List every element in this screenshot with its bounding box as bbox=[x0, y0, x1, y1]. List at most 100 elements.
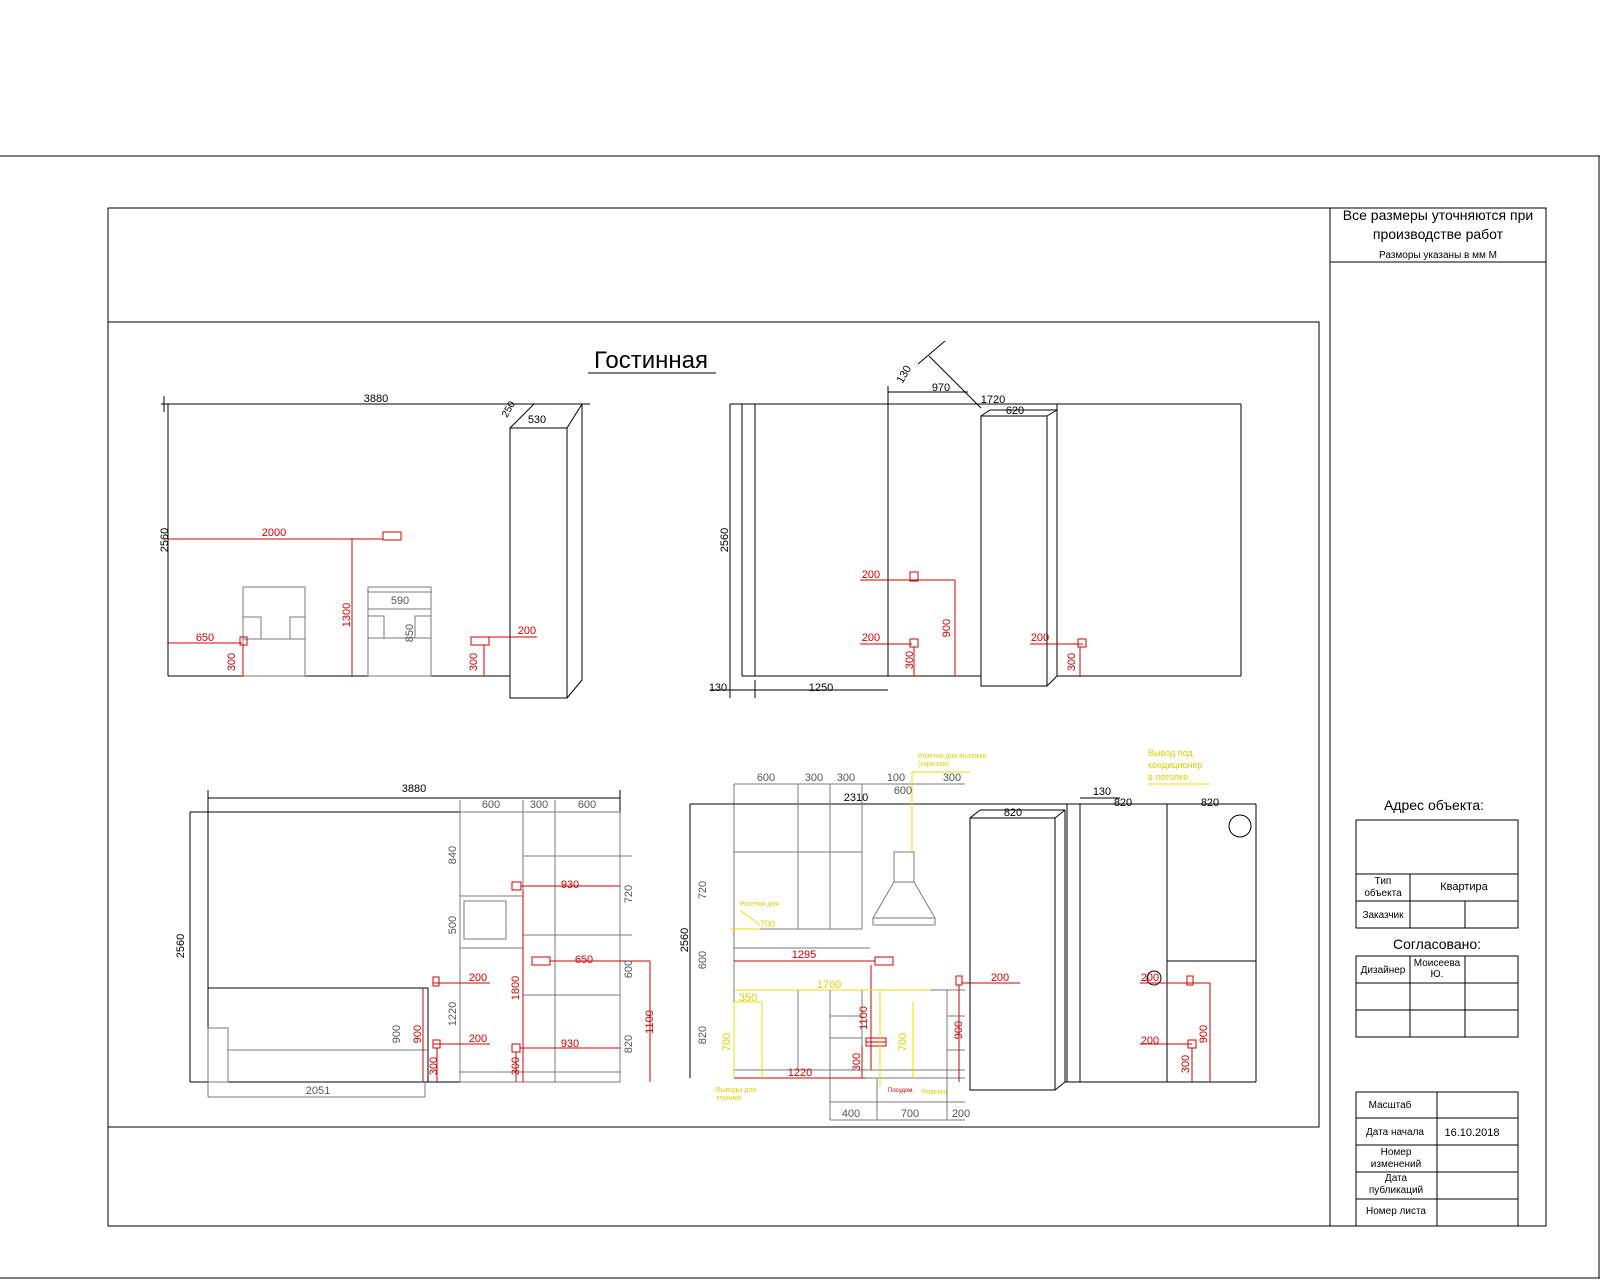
dim-600-e: 600 bbox=[894, 785, 912, 797]
dim-300-g: 300 bbox=[510, 1057, 522, 1075]
dim-600-f: 600 bbox=[697, 951, 709, 969]
view-wall-4 bbox=[689, 771, 1257, 1121]
dim-820-a: 820 bbox=[623, 1035, 635, 1053]
dim-2560-v3: 2560 bbox=[175, 934, 187, 958]
type-label-1: Тип bbox=[1375, 876, 1392, 887]
dim-3880: 3880 bbox=[364, 393, 388, 405]
start-value: 16.10.2018 bbox=[1444, 1127, 1499, 1139]
note-ac-1: Вывод под bbox=[1148, 748, 1193, 758]
dim-700-a: 700 bbox=[721, 1033, 733, 1051]
dim-590: 590 bbox=[391, 595, 409, 607]
dim-300-j: 300 bbox=[943, 772, 961, 784]
dim-720-b: 720 bbox=[697, 881, 709, 899]
dim-2560-v2: 2560 bbox=[719, 528, 731, 552]
pub-label-1: Дата bbox=[1385, 1173, 1408, 1184]
note-ac-2: кондиционер bbox=[1148, 760, 1202, 770]
dim-130-a: 130 bbox=[895, 364, 915, 386]
dim-200-h: 200 bbox=[952, 1108, 970, 1120]
frame-drawing bbox=[107, 321, 1320, 1128]
dim-130-b: 130 bbox=[709, 682, 727, 694]
dim-2310: 2310 bbox=[844, 792, 868, 804]
dim-300-h: 300 bbox=[805, 772, 823, 784]
dim-130-c: 130 bbox=[1093, 786, 1111, 798]
approval-table bbox=[1355, 955, 1519, 1038]
address-label: Адрес объекта: bbox=[1384, 797, 1484, 813]
type-value: Квартира bbox=[1440, 881, 1488, 893]
dim-600-a: 600 bbox=[482, 799, 500, 811]
dim-200-g: 200 bbox=[991, 972, 1009, 984]
note-bottom-3: Посудом. bbox=[888, 1088, 914, 1094]
dim-620: 620 bbox=[1006, 405, 1024, 417]
note-hood-2: (скрытая) bbox=[918, 761, 949, 768]
dim-300-d: 300 bbox=[1066, 653, 1078, 671]
dim-1720: 1720 bbox=[981, 394, 1005, 406]
dim-600-d: 600 bbox=[757, 772, 775, 784]
dim-400: 400 bbox=[842, 1108, 860, 1120]
note-hood-1: Розетка для вытяжки bbox=[918, 753, 987, 760]
dim-600-b: 600 bbox=[578, 799, 596, 811]
dim-1100-a: 1100 bbox=[644, 1010, 656, 1034]
dim-700-c: 700 bbox=[901, 1108, 919, 1120]
dim-1220-b: 1220 bbox=[788, 1067, 812, 1079]
note-units: Разморы указаны в мм М bbox=[1379, 250, 1497, 261]
note-left-2: 700 bbox=[760, 919, 775, 929]
dim-820-d: 820 bbox=[1004, 807, 1022, 819]
view-wall-2 bbox=[710, 340, 1242, 698]
dim-2051: 2051 bbox=[306, 1085, 330, 1097]
dim-900-a: 900 bbox=[941, 619, 953, 637]
customer-label: Заказчик bbox=[1362, 910, 1404, 921]
dim-1300: 1300 bbox=[341, 603, 353, 627]
dim-200-b: 200 bbox=[862, 569, 880, 581]
note-bottom-4: Розетки bbox=[922, 1089, 947, 1096]
view-wall-1 bbox=[161, 396, 590, 699]
dim-1700: 1700 bbox=[817, 979, 841, 991]
rev-label-2: изменений bbox=[1371, 1159, 1421, 1170]
dim-900-b: 900 bbox=[391, 1025, 403, 1043]
dim-200-j: 200 bbox=[1141, 1035, 1159, 1047]
dim-200-a: 200 bbox=[518, 625, 536, 637]
view-wall-3 bbox=[189, 790, 651, 1098]
note-ac-3: в потолке bbox=[1148, 772, 1188, 782]
dim-300-b: 300 bbox=[468, 653, 480, 671]
dim-650-b: 650 bbox=[575, 954, 593, 966]
designer-label: Дизайнер bbox=[1361, 965, 1406, 976]
dim-530: 530 bbox=[528, 414, 546, 426]
type-label-2: объекта bbox=[1364, 887, 1402, 899]
dim-900-c: 900 bbox=[412, 1025, 424, 1043]
dim-250: 250 bbox=[500, 399, 518, 419]
pub-label-2: публикаций bbox=[1369, 1184, 1423, 1196]
dim-200-d: 200 bbox=[1031, 632, 1049, 644]
dim-2000: 2000 bbox=[262, 527, 286, 539]
dim-840: 840 bbox=[447, 846, 459, 864]
dim-820-b: 820 bbox=[1114, 797, 1132, 809]
dim-200-i: 200 bbox=[1141, 972, 1159, 984]
dim-350: 350 bbox=[739, 992, 757, 1004]
designer-value-1: Моисеева bbox=[1414, 958, 1461, 969]
dim-900-d: 900 bbox=[953, 1021, 965, 1039]
dim-1295: 1295 bbox=[792, 949, 816, 961]
dim-1800: 1800 bbox=[510, 976, 522, 1000]
dim-1250: 1250 bbox=[809, 682, 833, 694]
note-left-1: Розетки для bbox=[740, 901, 779, 908]
dim-2560-v4: 2560 bbox=[679, 928, 691, 952]
dim-900-e: 900 bbox=[1198, 1025, 1210, 1043]
dim-650: 650 bbox=[196, 632, 214, 644]
dim-200-f: 200 bbox=[469, 1033, 487, 1045]
dim-300-i: 300 bbox=[837, 772, 855, 784]
dim-300-a: 300 bbox=[226, 653, 238, 671]
rev-label-1: Номер bbox=[1381, 1147, 1412, 1158]
dim-2560-v1: 2560 bbox=[159, 528, 171, 552]
dim-700-b: 700 bbox=[897, 1033, 909, 1051]
dim-300-k: 300 bbox=[851, 1053, 863, 1071]
sheet-label: Номер листа bbox=[1366, 1206, 1426, 1217]
note-line-1: Все размеры уточняются при bbox=[1343, 207, 1533, 223]
page-title: Гостинная bbox=[594, 347, 708, 374]
dim-300-l: 300 bbox=[1180, 1055, 1192, 1073]
dim-500: 500 bbox=[447, 916, 459, 934]
dim-200-e: 200 bbox=[469, 972, 487, 984]
note-bottom-2: техники bbox=[716, 1095, 741, 1102]
designer-value-2: Ю. bbox=[1431, 969, 1444, 980]
note-bottom-1: Выводы для bbox=[716, 1087, 756, 1094]
dim-820-c: 820 bbox=[1201, 797, 1219, 809]
